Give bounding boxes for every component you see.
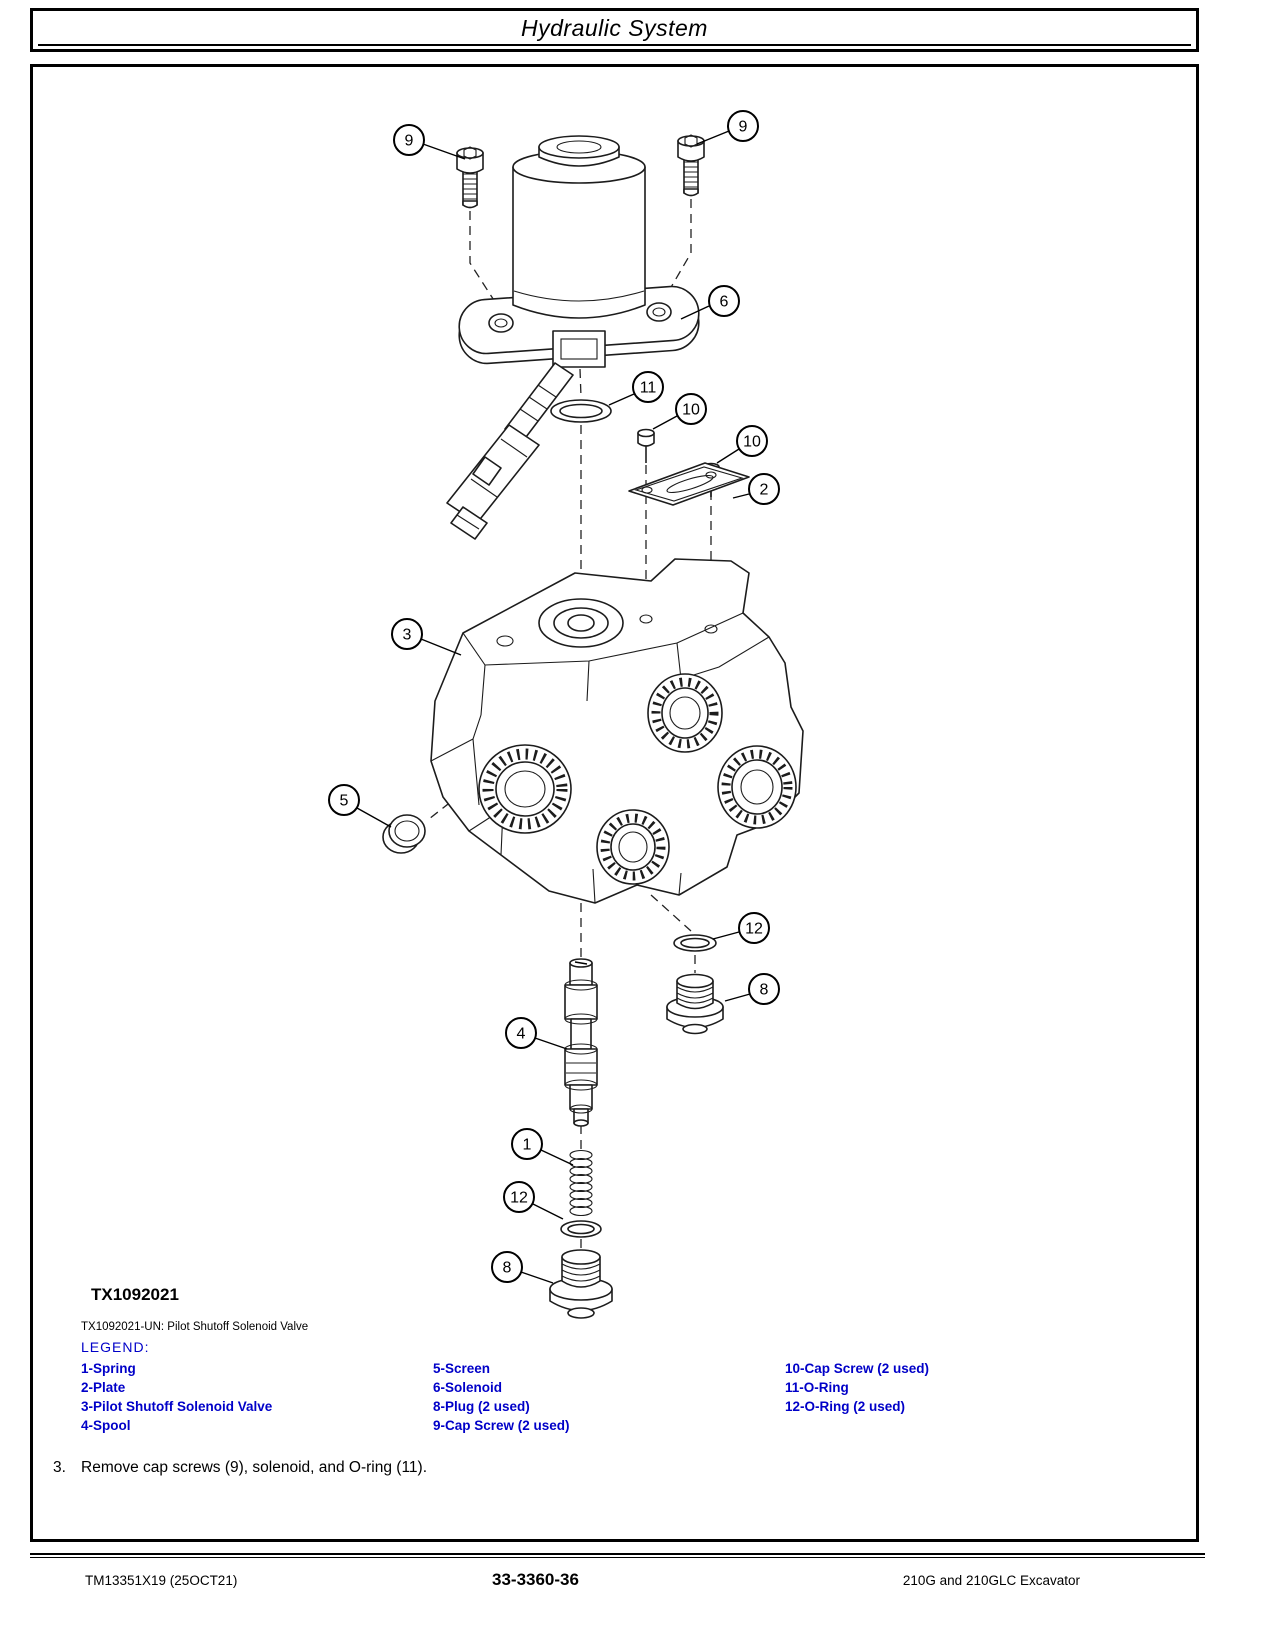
callout-3: 3 <box>391 618 462 656</box>
svg-text:10: 10 <box>682 402 700 419</box>
cap-screw-9-left <box>456 146 484 209</box>
footer-doc-number: TM13351X19 (25OCT21) <box>85 1573 238 1588</box>
plate-part <box>628 462 750 506</box>
footer-model: 210G and 210GLC Excavator <box>902 1573 1080 1588</box>
svg-text:10: 10 <box>743 434 761 451</box>
threaded-port-bottom <box>596 809 670 885</box>
svg-text:3: 3 <box>403 627 412 644</box>
callout-2: 2 <box>732 473 780 505</box>
legend-item: 4-Spool <box>81 1418 131 1433</box>
svg-text:8: 8 <box>503 1260 512 1277</box>
threaded-port-right <box>717 745 797 829</box>
solenoid-part <box>458 135 700 368</box>
footer-rule <box>30 1553 1205 1555</box>
svg-text:1: 1 <box>523 1137 532 1154</box>
legend-column-3: 10-Cap Screw (2 used) 11-O-Ring 12-O-Rin… <box>785 1359 929 1416</box>
cap-screw-9-right <box>677 134 705 197</box>
legend-item: 9-Cap Screw (2 used) <box>433 1418 570 1433</box>
callout-12-right: 12 <box>712 912 770 944</box>
svg-text:8: 8 <box>760 982 769 999</box>
svg-text:9: 9 <box>405 133 414 150</box>
svg-text:11: 11 <box>640 380 657 397</box>
legend-item: 1-Spring <box>81 1361 136 1376</box>
section-title: Hydraulic System <box>521 15 708 41</box>
callout-10-b: 10 <box>716 425 768 464</box>
legend-item: 11-O-Ring <box>785 1380 849 1395</box>
o-ring-12-lower <box>560 1220 602 1238</box>
legend-item: 6-Solenoid <box>433 1380 503 1395</box>
plug-8-right <box>666 973 724 1035</box>
callout-9-right: 9 <box>696 110 759 145</box>
header-underline <box>38 44 1191 46</box>
callout-9-left: 9 <box>393 124 466 160</box>
footer-rule-2 <box>30 1557 1205 1558</box>
callout-8-right: 8 <box>724 973 780 1005</box>
screen-part <box>382 814 426 854</box>
callout-5: 5 <box>328 784 392 828</box>
step-number: 3. <box>53 1459 66 1476</box>
figure-panel: 9 9 6 11 <box>30 64 1199 1542</box>
step-text: Remove cap screws (9), solenoid, and O-r… <box>81 1459 428 1476</box>
legend-column-2: 5-Screen 6-Solenoid 8-Plug (2 used) 9-Ca… <box>433 1359 570 1435</box>
footer-page-number: 33-3360-36 <box>492 1570 579 1589</box>
svg-text:6: 6 <box>720 294 729 311</box>
callout-6: 6 <box>680 285 740 320</box>
svg-text:5: 5 <box>340 793 349 810</box>
legend-item: 3-Pilot Shutoff Solenoid Valve <box>81 1399 273 1414</box>
callout-8-lower: 8 <box>491 1251 554 1284</box>
threaded-port-left <box>478 744 572 834</box>
legend-item: 5-Screen <box>433 1361 491 1376</box>
exploded-diagram: 9 9 6 11 <box>328 110 804 1319</box>
legend-item: 10-Cap Screw (2 used) <box>785 1361 930 1376</box>
legend-item: 12-O-Ring (2 used) <box>785 1399 906 1414</box>
callout-4: 4 <box>505 1017 568 1050</box>
cap-screw-10-a <box>637 428 655 463</box>
svg-text:9: 9 <box>739 119 748 136</box>
spring-part <box>569 1149 593 1217</box>
svg-text:2: 2 <box>760 482 769 499</box>
svg-text:4: 4 <box>517 1026 526 1043</box>
svg-text:12: 12 <box>745 921 763 938</box>
callout-1: 1 <box>511 1128 574 1166</box>
o-ring-11 <box>550 399 612 423</box>
legend-column-1: 1-Spring 2-Plate 3-Pilot Shutoff Solenoi… <box>81 1359 272 1435</box>
page-footer: TM13351X19 (25OCT21) 33-3360-36 210G and… <box>30 1553 1205 1613</box>
callouts: 9 9 6 11 <box>328 110 780 1284</box>
legend-item: 2-Plate <box>81 1380 126 1395</box>
callout-10-a: 10 <box>652 393 707 430</box>
threaded-port-upper <box>647 673 723 753</box>
plug-8-lower <box>549 1249 613 1319</box>
valve-body-part <box>430 558 804 904</box>
page-header: Hydraulic System <box>30 8 1199 52</box>
callout-11: 11 <box>608 371 664 406</box>
o-ring-12-right <box>673 934 717 952</box>
spool-part <box>564 958 598 1127</box>
svg-text:12: 12 <box>510 1190 528 1207</box>
wire-connector <box>446 362 574 540</box>
callout-12-lower: 12 <box>503 1181 564 1220</box>
figure-caption: TX1092021-UN: Pilot Shutoff Solenoid Val… <box>81 1321 309 1333</box>
legend-title: LEGEND: <box>81 1339 150 1355</box>
legend-item: 8-Plug (2 used) <box>433 1399 530 1414</box>
figure-id: TX1092021 <box>91 1285 179 1304</box>
